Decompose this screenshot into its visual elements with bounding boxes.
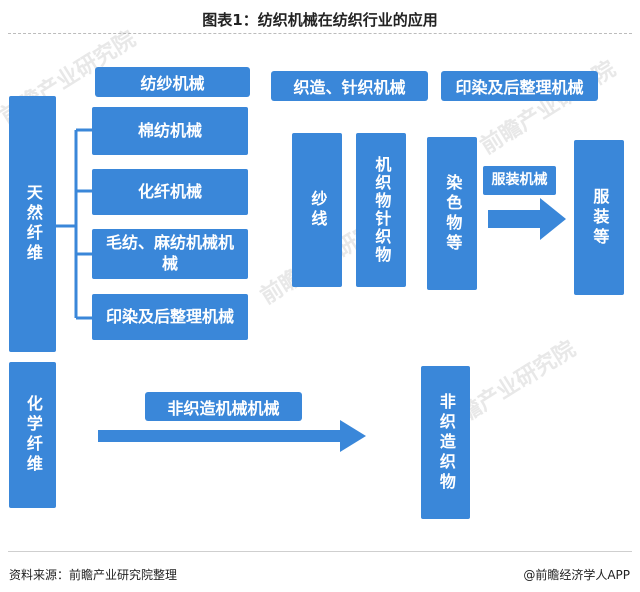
fabric-box: 机织物针织物 [356,133,406,287]
dyeing-finishing-header: 印染及后整理机械 [441,71,598,101]
natural-fiber-box: 天然纤维 [9,96,56,352]
garment-arrow [488,198,566,240]
chart-title: 图表1：纺织机械在纺织行业的应用 [202,11,438,29]
brand-note: @前瞻经济学人APP [523,568,630,582]
nonwoven-machinery-header: 非织造机械机械 [145,392,302,421]
printing-dyeing-box: 印染及后整理机械 [92,294,248,340]
garments-box: 服装等 [574,140,624,295]
nonwoven-fabric-box: 非织造织物 [421,366,470,519]
yarn-label: 纱线 [308,190,328,230]
chemical-fiber-box: 化学纤维 [9,362,56,508]
source-note: 资料来源：前瞻产业研究院整理 [9,568,178,582]
natural-fiber-label: 天然纤维 [23,184,43,264]
weaving-knitting-header: 织造、针织机械 [271,71,428,101]
nonwoven-fabric-label: 非织造织物 [436,392,456,493]
garment-machinery-box: 服装机械 [483,166,556,195]
yarn-box: 纱线 [292,133,342,287]
nonwoven-arrow [98,420,366,452]
footer-divider [8,551,632,552]
spinning-machinery-header: 纺纱机械 [95,67,250,97]
dyed-goods-box: 染色物等 [427,137,477,290]
garments-label: 服装等 [590,187,610,248]
dyed-goods-label: 染色物等 [443,173,463,254]
cotton-spinning-box: 棉纺机械 [92,107,248,155]
title-divider [8,33,632,34]
bracket-connector [56,128,92,320]
chemical-fiber-machinery-box: 化纤机械 [92,169,248,215]
chemical-fiber-label: 化学纤维 [23,395,43,475]
fabric-label: 机织物针织物 [372,156,392,264]
wool-hemp-spinning-box: 毛纺、麻纺机械机械 [92,229,248,279]
